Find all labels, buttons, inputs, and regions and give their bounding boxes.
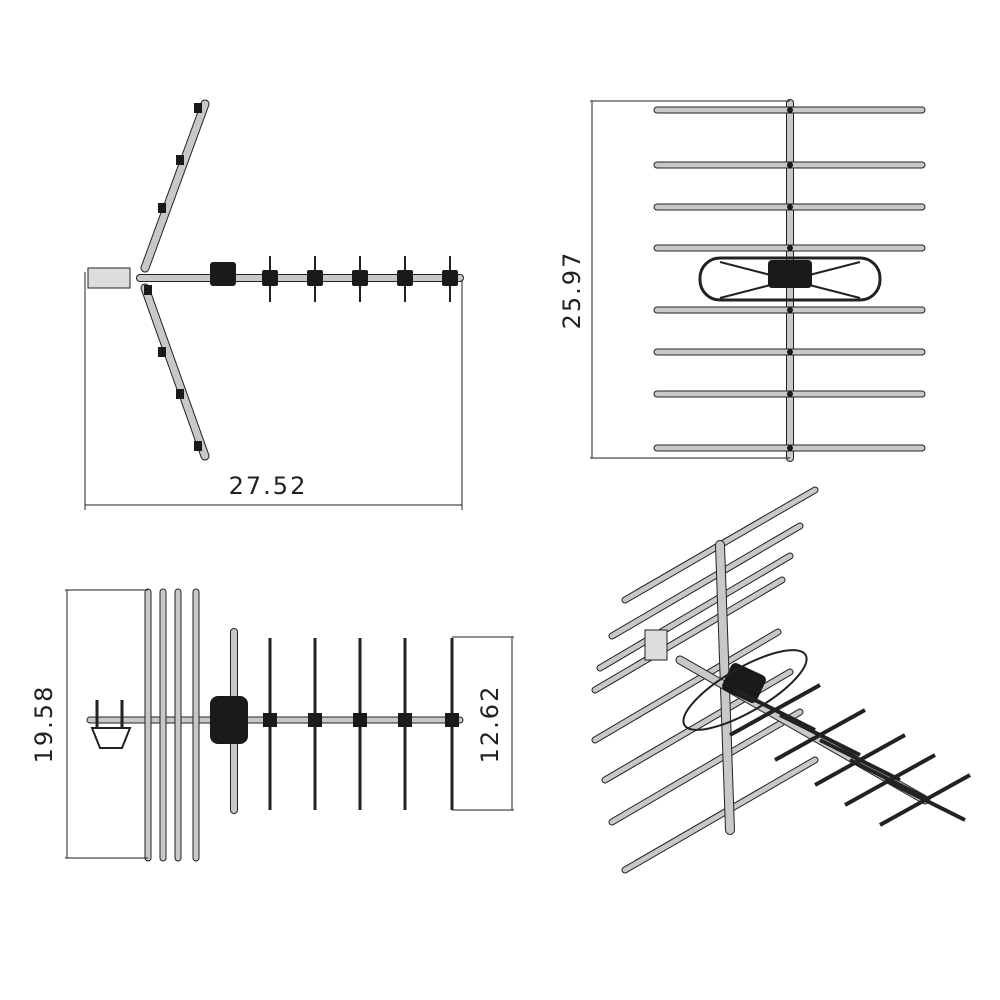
height-dimension-label: 25.97 <box>558 251 586 330</box>
element-clip <box>787 445 793 451</box>
director-height-dimension-label: 12.62 <box>476 685 504 764</box>
director-element-arm <box>849 758 931 802</box>
director-clip <box>398 713 412 727</box>
reflector-clip <box>194 441 202 451</box>
front-view <box>590 99 926 462</box>
balun-box <box>768 260 812 288</box>
element-clip <box>787 245 793 251</box>
driven-element-loop <box>698 256 882 302</box>
director-element-arm <box>779 713 861 757</box>
reflector-arm-lower <box>141 284 209 460</box>
reflector-element <box>592 629 781 743</box>
director-mount <box>442 270 458 286</box>
reflector-clip <box>158 347 166 357</box>
reflector-element <box>592 577 785 693</box>
reflector-clip <box>176 389 184 399</box>
director-element-arm <box>884 778 966 822</box>
balun-box <box>210 696 248 744</box>
width-dimension-label: 27.52 <box>229 472 308 500</box>
reflector-element <box>609 709 803 825</box>
reflector-arm-upper <box>141 100 209 272</box>
element-clip <box>787 307 793 313</box>
director-mount <box>352 270 368 286</box>
director-clip <box>308 713 322 727</box>
reflector-clip <box>194 103 202 113</box>
reflector-height-dimension-label: 19.58 <box>30 685 58 764</box>
director-clip <box>353 713 367 727</box>
top-view <box>84 99 464 510</box>
mast-clamp <box>90 727 132 749</box>
reflector-element <box>609 523 803 639</box>
reflector-clip <box>158 203 166 213</box>
element-clip <box>787 349 793 355</box>
director-element-arm <box>734 688 816 732</box>
director-mount <box>397 270 413 286</box>
reflector-element <box>622 757 818 873</box>
balun-box <box>210 262 236 286</box>
director-mount <box>307 270 323 286</box>
element-clip <box>787 204 793 210</box>
reflector-clip <box>144 285 152 295</box>
reflector-clip <box>176 155 184 165</box>
director-mount <box>262 270 278 286</box>
element-clip <box>787 391 793 397</box>
director-element-arm <box>819 738 901 782</box>
director-clip <box>263 713 277 727</box>
reflector-element <box>597 553 793 671</box>
balun-box <box>722 663 766 703</box>
mast-clamp <box>644 629 668 661</box>
isometric-view <box>591 486 971 874</box>
mast-clamp <box>87 267 131 289</box>
director-clip <box>445 713 459 727</box>
element-clip <box>787 162 793 168</box>
side-view <box>65 588 514 862</box>
element-clip <box>787 107 793 113</box>
driven-element-loop <box>682 649 808 731</box>
